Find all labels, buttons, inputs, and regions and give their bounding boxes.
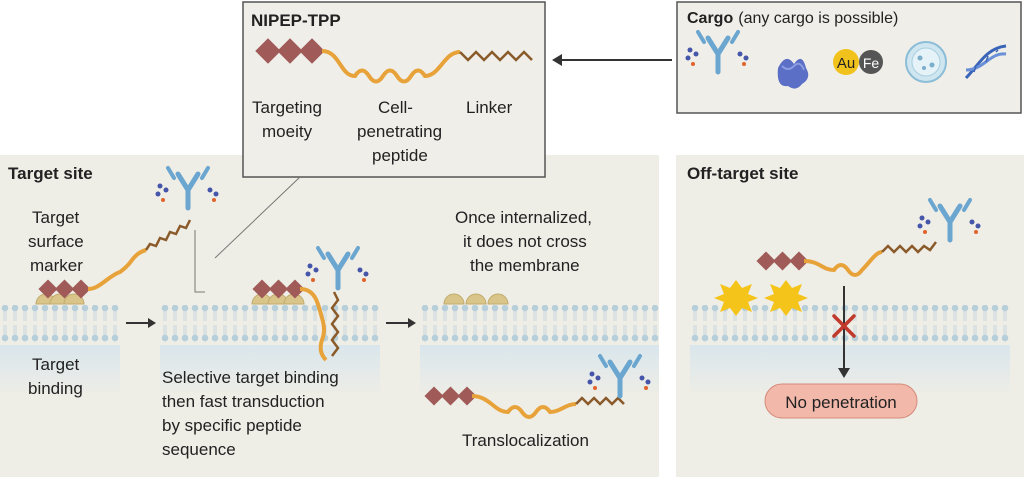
callout-bracket [194, 230, 205, 293]
step3-receptors [443, 293, 509, 305]
cpp-label-3: peptide [372, 146, 428, 165]
off-target-diamonds [756, 251, 809, 271]
targeting-label-2: moeity [262, 122, 313, 141]
off-target-cpp [803, 250, 883, 277]
step1-linker [144, 219, 192, 251]
step3-cpp [471, 394, 577, 419]
off-target-linker [881, 241, 937, 254]
nipep-tpp-box [242, 1, 546, 178]
binding-label-2: binding [28, 379, 83, 398]
step1-cpp [87, 248, 147, 291]
internal-label-1: Once internalized, [455, 208, 592, 227]
cross-icon [832, 314, 856, 338]
step2-label-4: sequence [162, 440, 236, 459]
liposome-cargo-icon [905, 41, 947, 83]
target-site-title: Target site [8, 164, 93, 183]
membrane-cytoplasm-2 [160, 345, 380, 395]
internal-label-2: it does not cross [463, 232, 587, 251]
off-target-spikes [714, 280, 808, 316]
no-penetration-label: No penetration [785, 393, 897, 412]
no-penetration-pill [764, 383, 918, 419]
step2-targeting-diamonds [252, 279, 305, 299]
binding-label-1: Target [32, 355, 80, 374]
step3-linker [575, 396, 625, 406]
marker-label-3: marker [30, 256, 83, 275]
marker-label-1: Target [32, 208, 80, 227]
membrane-1 [0, 305, 120, 343]
protein-cargo-icon [777, 58, 809, 89]
step3-targeting-diamonds [424, 386, 477, 406]
targeting-label-1: Targeting [252, 98, 322, 117]
step2-linker [330, 291, 340, 357]
cargo-title: Cargo [687, 10, 733, 27]
iron-nanoparticle-icon: Fe [859, 50, 883, 74]
internal-label-3: the membrane [470, 256, 580, 275]
off-target-title: Off-target site [687, 164, 798, 183]
step2-cpp [299, 287, 328, 362]
step2-label-2: then fast transduction [162, 392, 325, 411]
membrane-4 [690, 305, 1010, 343]
cpp-label-1: Cell- [378, 98, 413, 117]
gold-label: Au [837, 55, 855, 72]
step1-receptors [35, 293, 85, 305]
targeting-moiety-diamonds [255, 38, 325, 64]
step-arrow-2 [386, 318, 416, 328]
cpp-helix-icon [321, 49, 461, 84]
cargo-to-nipep-arrow [552, 54, 672, 66]
nipep-tpp-title: NIPEP-TPP [251, 11, 341, 30]
step-arrow-1 [126, 318, 156, 328]
gold-nanoparticle-icon: Au [833, 49, 859, 75]
cpp-label-2: penetrating [357, 122, 442, 141]
step2-label-1: Selective target binding [162, 368, 339, 387]
marker-label-2: surface [28, 232, 84, 251]
linker-zigzag-icon [459, 50, 533, 62]
step2-label-3: by specific peptide [162, 416, 302, 435]
dna-cargo-icon [964, 44, 1007, 80]
membrane-cytoplasm-1 [0, 345, 120, 395]
step1-targeting-diamonds [38, 279, 91, 299]
cargo-heading: Cargo (any cargo is possible) [687, 10, 898, 27]
iron-label: Fe [863, 55, 880, 71]
linker-label: Linker [466, 98, 513, 117]
translocalization-label: Translocalization [462, 431, 589, 450]
membrane-2 [160, 305, 380, 343]
membrane-3 [420, 305, 659, 343]
cargo-subtitle: (any cargo is possible) [738, 10, 898, 27]
callout-line [214, 176, 301, 259]
